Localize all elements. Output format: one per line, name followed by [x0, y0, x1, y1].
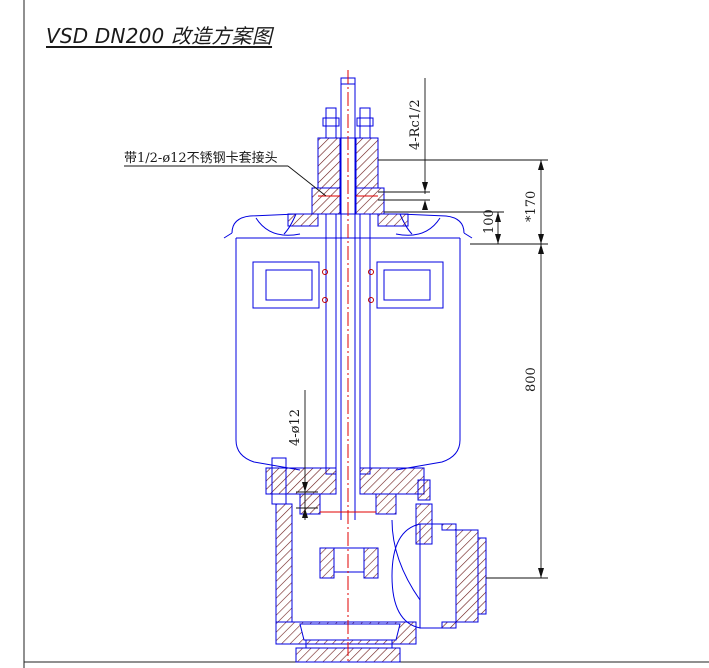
dimension-arrows: [302, 160, 544, 578]
bonnet-flange: [287, 213, 409, 227]
valve-body: [275, 503, 433, 623]
dim-170-label: *170: [524, 191, 539, 222]
bonnet-cover: [223, 213, 473, 239]
actuator-housing: [235, 238, 461, 471]
drawing-title: VSD DN200 改造方案图: [46, 24, 273, 48]
bottom-seat: [275, 621, 417, 663]
lower-flange: [265, 457, 431, 515]
port-thread-label: 4-Rc1/2: [408, 99, 423, 150]
side-outlet: [391, 523, 487, 629]
fitting-note-label: 带1/2-ø12不锈钢卡套接头: [124, 150, 278, 166]
dimension-lines: [124, 78, 548, 579]
housing-pins: [322, 269, 374, 303]
dim-800-label: 800: [524, 367, 539, 392]
hole-spec-label: 4-ø12: [288, 409, 303, 446]
dim-100-label: 100: [482, 209, 497, 234]
